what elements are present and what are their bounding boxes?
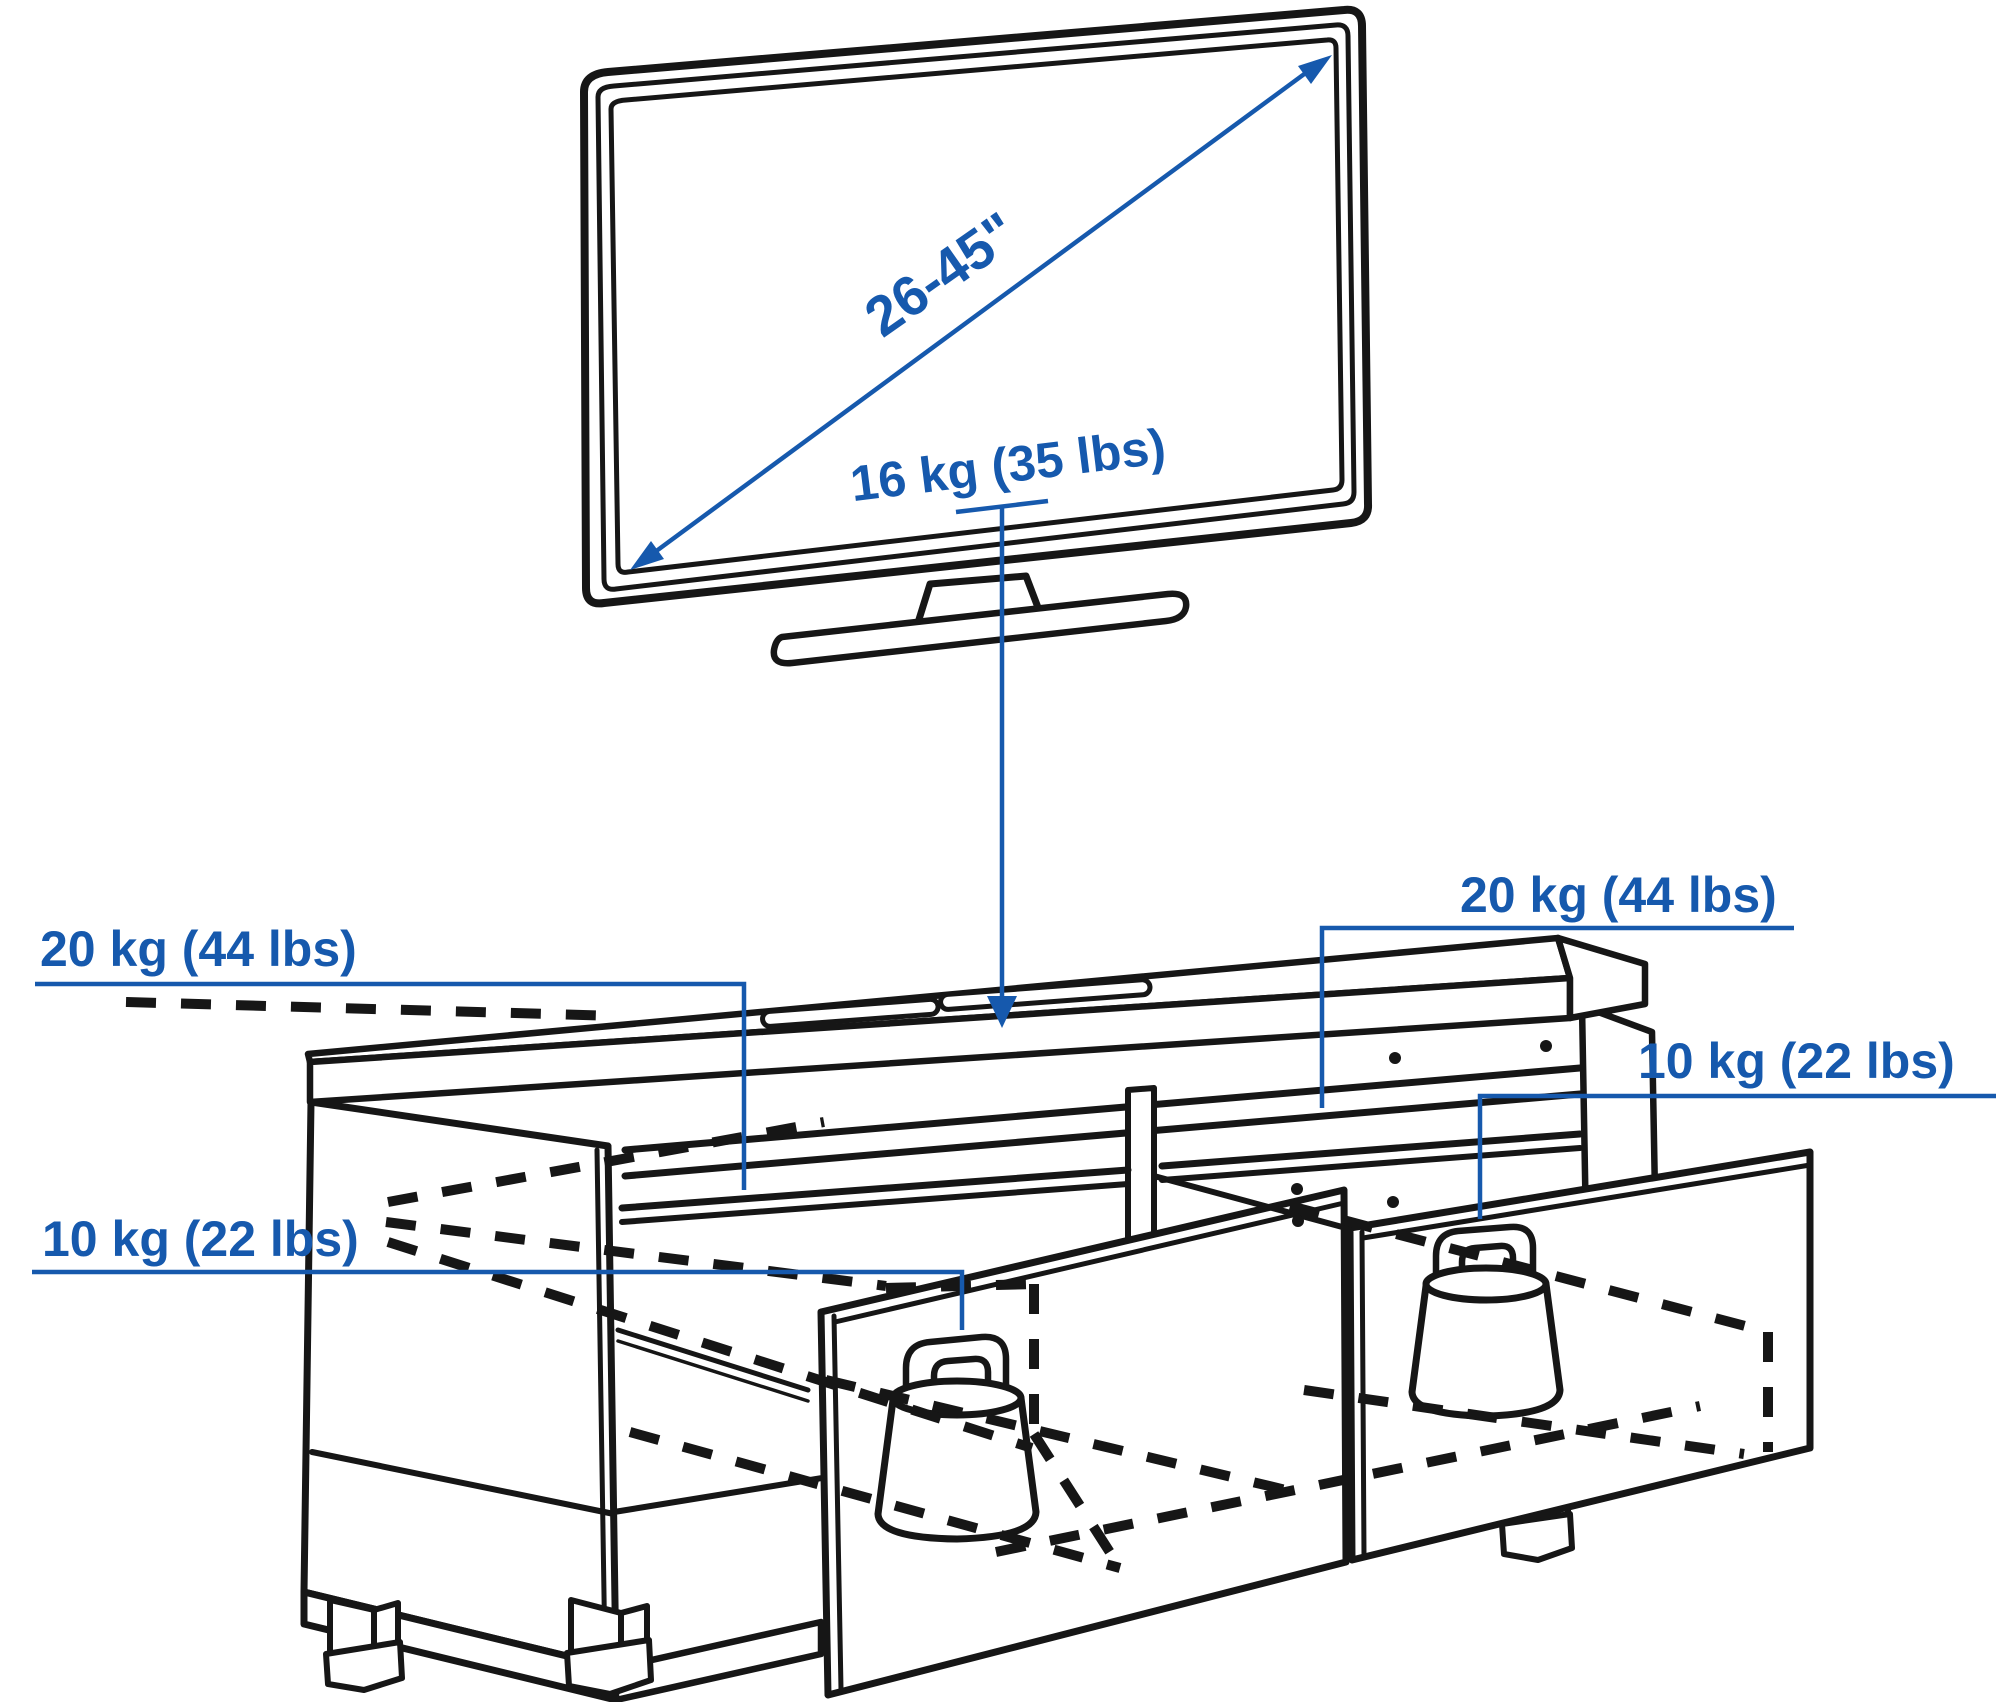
bottom-board-side-line bbox=[309, 1449, 617, 1517]
leg-back-left bbox=[323, 1597, 405, 1693]
tv-stand-base bbox=[770, 590, 1190, 667]
hidden-edge bbox=[125, 997, 621, 1021]
hidden-edge bbox=[386, 1237, 1034, 1453]
tv-outer-frame bbox=[580, 5, 1373, 608]
screw-hole-icon bbox=[1291, 1183, 1303, 1195]
screw-hole-icon bbox=[1540, 1040, 1552, 1052]
tv-screen bbox=[608, 37, 1345, 575]
leader-left-drawer bbox=[32, 1269, 965, 1330]
leader-left-shelf bbox=[35, 981, 747, 1190]
divider-top-depth-edge bbox=[1151, 1173, 1349, 1231]
arrowhead-icon bbox=[630, 541, 664, 570]
right-shelf-front-edge bbox=[1158, 1130, 1584, 1170]
hidden-edge bbox=[994, 1401, 1702, 1557]
hidden-edge bbox=[387, 1117, 825, 1207]
left-drawer-front bbox=[817, 1186, 1350, 1699]
left-shelf-front-edge bbox=[618, 1166, 1132, 1212]
leader-tick bbox=[955, 498, 1049, 515]
leader-right-drawer bbox=[1477, 1093, 1996, 1219]
back-rail-bottom-edge bbox=[621, 1090, 1584, 1180]
hidden-edge bbox=[824, 1375, 1288, 1495]
leader-right-shelf bbox=[1319, 925, 1794, 1108]
leg-front-left bbox=[564, 1597, 654, 1697]
weight-cone bbox=[1408, 1280, 1564, 1420]
left-panel-front-edge-inner bbox=[594, 1147, 608, 1661]
label-right-shelf-capacity: 20 kg (44 lbs) bbox=[1460, 867, 1777, 923]
leg-foot bbox=[1499, 1511, 1575, 1563]
hidden-edge bbox=[385, 1217, 887, 1291]
tv-icon bbox=[580, 5, 1373, 667]
hidden-edge bbox=[1288, 1201, 1770, 1337]
left-shelf-front-edge-lower bbox=[619, 1181, 1131, 1225]
drawer-runner-inner bbox=[616, 1339, 810, 1403]
top-right-end bbox=[1554, 934, 1649, 1022]
screw-hole-icon bbox=[1389, 1052, 1401, 1064]
hidden-edge bbox=[1303, 1385, 1745, 1459]
hidden-edge bbox=[628, 1427, 1122, 1573]
arrowhead-icon bbox=[1298, 55, 1332, 84]
label-left-shelf-capacity: 20 kg (44 lbs) bbox=[40, 921, 357, 977]
weight-icon-left bbox=[874, 1333, 1040, 1543]
leg-foot bbox=[323, 1639, 405, 1693]
screw-hole-icon bbox=[1292, 1215, 1304, 1227]
label-right-drawer-capacity: 10 kg (22 lbs) bbox=[1638, 1033, 1955, 1089]
tv-bezel-line bbox=[595, 22, 1357, 592]
leg-foot bbox=[564, 1637, 654, 1697]
cable-outlet-slot-icon bbox=[760, 996, 941, 1029]
diagonal-size-arrow-icon bbox=[653, 70, 1309, 554]
right-shelf-front-edge-lower bbox=[1159, 1145, 1583, 1183]
weight-cone-top bbox=[1422, 1264, 1550, 1304]
left-drawer-top-inner-edge bbox=[832, 1200, 1347, 1325]
back-rail-top-edge bbox=[621, 1064, 1584, 1154]
weight-cone bbox=[874, 1394, 1040, 1543]
hidden-edges bbox=[125, 997, 1773, 1573]
left-drawer-panel bbox=[817, 1186, 1350, 1699]
hidden-edge bbox=[1029, 1431, 1125, 1571]
center-divider bbox=[1125, 1085, 1157, 1245]
right-drawer-top-inner-edge bbox=[1360, 1162, 1813, 1241]
drawer-runner bbox=[615, 1327, 811, 1393]
screw-hole-icon bbox=[1387, 1196, 1399, 1208]
down-arrow-icon bbox=[987, 996, 1017, 1028]
label-left-drawer-capacity: 10 kg (22 lbs) bbox=[42, 1211, 359, 1267]
bench-interior bbox=[611, 1040, 1584, 1515]
